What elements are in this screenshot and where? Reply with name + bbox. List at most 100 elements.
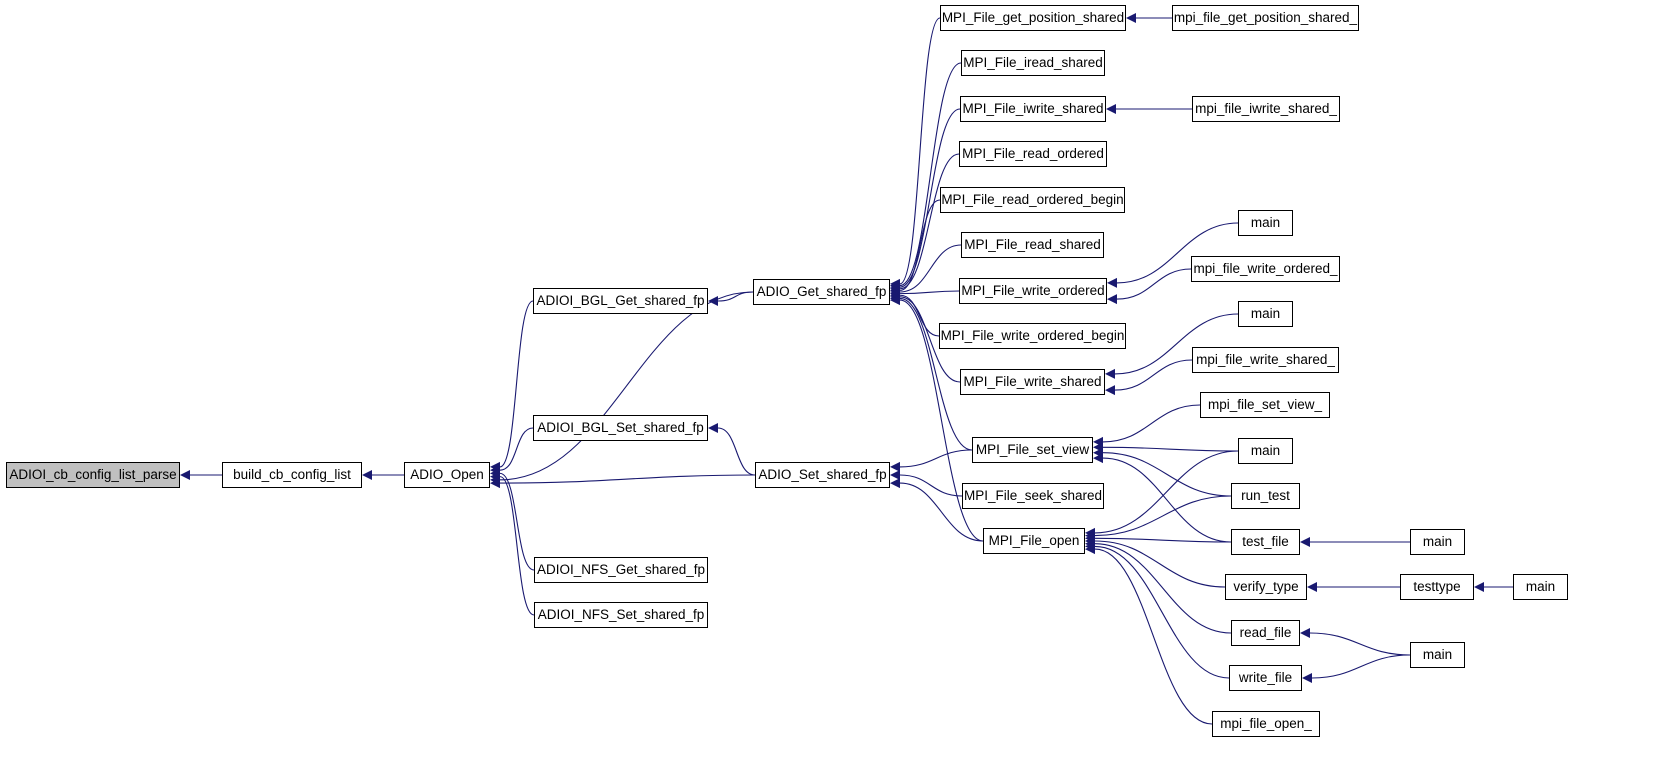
graph-edge [1085,541,1230,679]
graph-edge [890,17,941,289]
arrowhead [890,280,900,291]
graph-node-mpi-file-get-position-shared[interactable]: MPI_File_get_position_shared [940,5,1126,31]
arrowhead [490,468,500,479]
graph-edge [490,474,756,489]
graph-node-mpi-file-write-shared[interactable]: MPI_File_write_shared [960,369,1105,395]
arrowhead [1105,385,1115,396]
graph-node-main[interactable]: main [1238,301,1293,327]
graph-node-mpi-file-write-ordered-begin[interactable]: MPI_File_write_ordered_begin [939,323,1126,349]
arrowhead [490,461,500,472]
arrowhead [1302,673,1312,683]
graph-edge [1085,450,1239,538]
arrowhead [1107,277,1117,288]
graph-node-write-file[interactable]: write_file [1229,665,1302,691]
graph-edge [708,291,754,306]
arrowhead [890,478,900,489]
graph-node-mpi-file-read-ordered[interactable]: MPI_File_read_ordered [959,141,1107,167]
graph-node-mpi-file-iwrite-shared[interactable]: mpi_file_iwrite_shared_ [1192,96,1340,122]
graph-edge [1085,533,1232,544]
graph-edge [1093,453,1232,543]
graph-node-mpi-file-set-view[interactable]: mpi_file_set_view_ [1200,392,1330,418]
arrowhead [1307,582,1317,592]
graph-node-mpi-file-write-ordered[interactable]: mpi_file_write_ordered_ [1191,256,1340,282]
arrowhead [1105,368,1115,379]
graph-node-mpi-file-set-view[interactable]: MPI_File_set_view [972,437,1093,463]
graph-node-mpi-file-iread-shared[interactable]: MPI_File_iread_shared [961,50,1105,76]
graph-node-main[interactable]: main [1238,210,1293,236]
graph-node-adioi-nfs-get-shared-fp[interactable]: ADIOI_NFS_Get_shared_fp [534,557,708,583]
graph-node-verify-type[interactable]: verify_type [1225,574,1307,600]
arrowhead [1085,530,1095,541]
graph-edge [1302,654,1411,683]
graph-node-read-file[interactable]: read_file [1231,620,1300,646]
graph-edge [490,427,534,476]
graph-node-mpi-file-read-shared[interactable]: MPI_File_read_shared [961,232,1104,258]
arrowhead [1093,447,1103,458]
graph-node-build-cb-config-list[interactable]: build_cb_config_list [222,462,362,488]
arrowhead [1300,537,1310,547]
arrowhead [362,470,372,480]
arrowhead [490,471,500,482]
graph-edge [180,470,222,480]
graph-edge [362,470,404,480]
graph-node-adioi-bgl-set-shared-fp[interactable]: ADIOI_BGL_Set_shared_fp [533,415,708,441]
arrowhead [708,423,718,433]
arrowhead [1107,294,1117,305]
graph-node-mpi-file-write-shared[interactable]: mpi_file_write_shared_ [1192,347,1339,373]
graph-node-mpi-file-read-ordered-begin[interactable]: MPI_File_read_ordered_begin [940,187,1125,213]
graph-node-adio-open[interactable]: ADIO_Open [404,462,490,488]
arrowhead [890,287,900,297]
graph-edge [708,423,756,476]
graph-node-adioi-bgl-get-shared-fp[interactable]: ADIOI_BGL_Get_shared_fp [533,288,708,314]
arrowhead [1085,533,1095,544]
graph-node-testtype[interactable]: testtype [1400,574,1474,600]
graph-node-mpi-file-open[interactable]: mpi_file_open_ [1212,711,1320,737]
graph-edge [1300,628,1411,656]
graph-edge [1307,582,1400,592]
graph-node-adio-get-shared-fp[interactable]: ADIO_Get_shared_fp [753,279,890,305]
arrowhead [1300,628,1310,638]
graph-edge [890,153,960,294]
arrowhead [1093,442,1103,453]
arrowhead [890,285,900,296]
graph-node-main[interactable]: main [1410,642,1465,668]
graph-edge [1107,268,1192,305]
graph-node-adioi-cb-config-list-parse[interactable]: ADIOI_cb_config_list_parse [6,462,180,488]
graph-edge [1085,538,1232,634]
graph-node-main[interactable]: main [1238,438,1293,464]
graph-edge [1105,359,1193,396]
graph-edge [890,290,940,337]
arrowhead [1474,582,1484,592]
graph-edge [1300,537,1410,547]
graph-node-main[interactable]: main [1410,529,1465,555]
arrowhead [1126,13,1136,23]
arrowhead [1085,527,1095,538]
arrowhead [890,278,900,289]
graph-node-run-test[interactable]: run_test [1231,483,1300,509]
graph-edge [1126,13,1172,23]
graph-node-mpi-file-seek-shared[interactable]: MPI_File_seek_shared [962,483,1104,509]
graph-node-mpi-file-write-ordered[interactable]: MPI_File_write_ordered [959,278,1107,304]
graph-node-adio-set-shared-fp[interactable]: ADIO_Set_shared_fp [755,462,890,488]
graph-edge [890,62,962,291]
graph-node-mpi-file-get-position-shared[interactable]: mpi_file_get_position_shared_ [1172,5,1359,31]
graph-edge [490,291,754,485]
arrowhead [1085,538,1095,549]
arrowhead [890,282,900,293]
graph-node-adioi-nfs-set-shared-fp[interactable]: ADIOI_NFS_Set_shared_fp [534,602,708,628]
graph-node-test-file[interactable]: test_file [1231,529,1300,555]
arrowhead [1085,541,1095,552]
graph-node-mpi-file-iwrite-shared[interactable]: MPI_File_iwrite_shared [960,96,1106,122]
arrowhead [890,470,900,480]
graph-edge [1106,104,1192,114]
graph-edge [1085,536,1226,588]
graph-node-main[interactable]: main [1513,574,1568,600]
graph-edge [890,449,973,472]
graph-node-mpi-file-open[interactable]: MPI_File_open [983,528,1085,554]
arrowhead [890,291,900,302]
arrowhead [890,288,900,299]
graph-edge [1093,404,1201,447]
graph-edge [890,288,960,299]
